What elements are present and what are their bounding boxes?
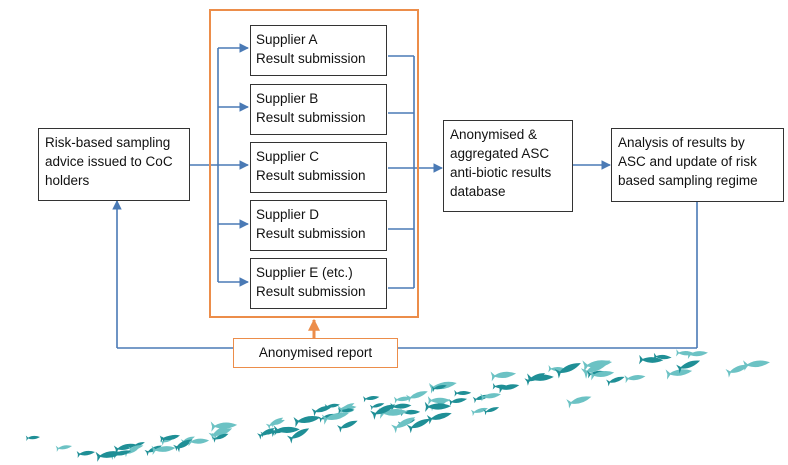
fish-shape <box>338 403 355 414</box>
supplier-b-action: Result submission <box>256 110 366 125</box>
supplier-e-action: Result submission <box>256 284 366 299</box>
supplier-c-action: Result submission <box>256 168 366 183</box>
fish-shape <box>448 398 468 406</box>
fish-shape <box>480 393 501 402</box>
analysis-line-2: ASC and update of risk <box>618 154 757 169</box>
fish-shape <box>113 443 137 454</box>
fish-shape <box>676 360 701 374</box>
fish-shape <box>362 395 380 403</box>
supplier-a-name: Supplier A <box>256 32 318 47</box>
supplier-e-name: Supplier E (etc.) <box>256 265 353 280</box>
fish-shape <box>270 427 290 438</box>
fish-shape <box>369 403 385 411</box>
fish-shape <box>112 450 132 459</box>
fish-shape <box>400 408 421 417</box>
fish-shape <box>257 428 275 440</box>
fish-shape <box>427 396 451 405</box>
fish-shape <box>173 439 192 452</box>
fish-shape <box>393 396 413 404</box>
fish-shape <box>76 450 95 459</box>
database-line-3: anti-biotic results <box>450 165 552 180</box>
supplier-c-box: Supplier C Result submission <box>250 142 387 193</box>
fish-shape <box>582 360 613 372</box>
fish-shape <box>687 350 708 359</box>
supplier-e-box: Supplier E (etc.) Result submission <box>250 258 387 309</box>
risk-box-line-1: Risk-based sampling <box>45 135 171 150</box>
fish-shape <box>324 403 340 410</box>
fish-shape <box>483 407 500 416</box>
supplier-b-box: Supplier B Result submission <box>250 84 387 135</box>
fish-shape <box>639 354 664 365</box>
fish-shape <box>55 445 72 452</box>
fish-shape <box>338 407 355 414</box>
fish-shape <box>273 425 300 436</box>
supplier-group-frame <box>209 9 419 318</box>
fish-shape <box>25 435 40 441</box>
fish-shape <box>624 375 646 384</box>
fish-shape <box>187 437 210 447</box>
supplier-d-name: Supplier D <box>256 207 320 222</box>
fish-shape <box>490 371 517 382</box>
anonymised-report-box: Anonymised report <box>233 338 398 368</box>
database-line-2: aggregated ASC <box>450 146 550 161</box>
fish-shape <box>151 445 176 455</box>
fish-shape <box>653 352 672 360</box>
database-line-4: database <box>450 184 506 199</box>
risk-based-sampling-box: Risk-based sampling advice issued to CoC… <box>38 128 190 201</box>
risk-box-line-2: advice issued to CoC <box>45 154 173 169</box>
supplier-d-action: Result submission <box>256 226 366 241</box>
report-label: Anonymised report <box>258 345 373 360</box>
fish-shape <box>431 385 447 393</box>
fish-shape <box>424 401 451 413</box>
fish-shape <box>391 417 416 434</box>
fish-shape <box>426 412 452 425</box>
fish-shape <box>589 370 615 381</box>
supplier-d-box: Supplier D Result submission <box>250 200 387 251</box>
fish-shape <box>270 419 285 428</box>
fish-shape <box>566 396 592 409</box>
fish-shape <box>211 433 229 443</box>
database-box: Anonymised & aggregated ASC anti-biotic … <box>443 120 573 212</box>
supplier-b-name: Supplier B <box>256 91 319 106</box>
fish-shape <box>390 402 412 412</box>
supplier-a-box: Supplier A Result submission <box>250 25 387 76</box>
fish-shape <box>665 369 693 380</box>
fish-shape <box>470 407 488 417</box>
fish-shape <box>743 360 770 371</box>
fish-shape <box>675 349 695 357</box>
fish-shape <box>406 391 428 403</box>
fish-shape <box>527 373 554 384</box>
fish-shape <box>337 420 358 433</box>
fish-swarm-decoration <box>25 349 770 462</box>
database-line-1: Anonymised & <box>450 127 538 142</box>
supplier-a-action: Result submission <box>256 51 366 66</box>
supplier-c-name: Supplier C <box>256 149 320 164</box>
fish-shape <box>211 428 233 441</box>
analysis-box: Analysis of results by ASC and update of… <box>611 128 784 202</box>
fish-shape <box>123 447 140 458</box>
fish-shape <box>311 405 333 417</box>
analysis-line-3: based sampling regime <box>618 173 758 188</box>
risk-box-line-3: holders <box>45 173 90 188</box>
fish-shape <box>265 417 284 430</box>
fish-shape <box>321 412 349 425</box>
fish-shape <box>286 428 310 444</box>
fish-shape <box>606 376 625 387</box>
fish-shape <box>554 363 581 379</box>
fish-shape <box>725 364 750 378</box>
fish-shape <box>370 404 396 420</box>
fish-shape <box>293 416 321 428</box>
fish-shape <box>159 435 178 443</box>
fish-shape <box>406 418 431 434</box>
fish-shape <box>454 389 472 397</box>
analysis-line-1: Analysis of results by <box>618 135 745 150</box>
fish-shape <box>379 407 408 419</box>
fish-shape <box>497 384 520 394</box>
